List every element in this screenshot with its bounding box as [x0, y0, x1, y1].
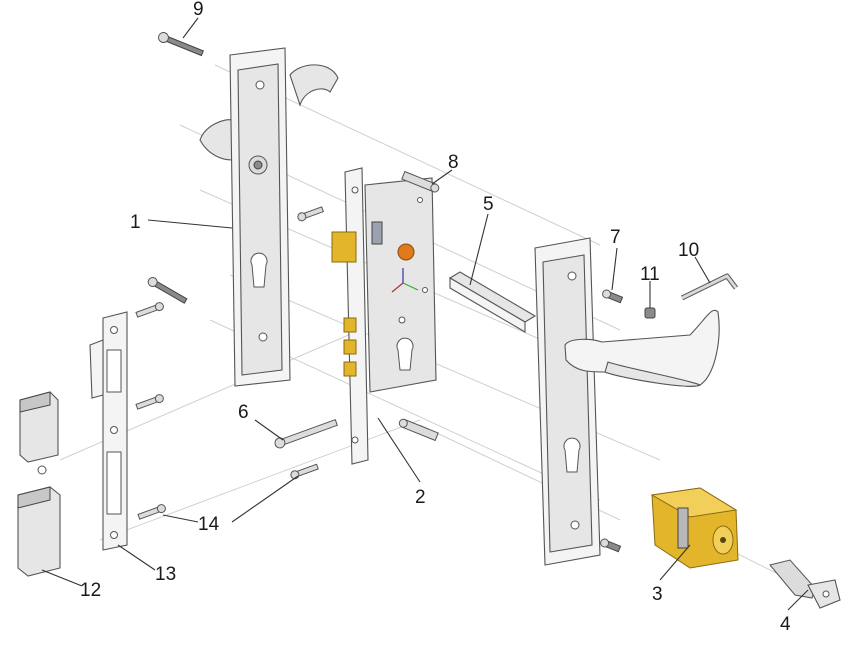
callout-2: 2: [415, 487, 426, 508]
part-10-allen-key: [680, 273, 738, 301]
part-11-grub-screw: [644, 307, 656, 319]
part-6-long-screw: [274, 418, 338, 449]
part-12-strike-box: [17, 391, 61, 577]
callout-10: 10: [678, 240, 699, 261]
part-2-mortise-lock-body: [331, 167, 437, 465]
callout-12: 12: [80, 580, 101, 601]
part-14-lock-screw: [290, 463, 319, 480]
callout-1: 1: [130, 212, 141, 233]
part-5-spindle: [448, 271, 537, 333]
part-14-strike-screws: [135, 302, 166, 520]
part-13-strike-plate: [89, 311, 128, 551]
callout-5: 5: [483, 194, 494, 215]
callout-11: 11: [640, 264, 660, 285]
part-4-key: [769, 559, 841, 609]
outer-handle-plate: [534, 237, 720, 566]
connecting-rod: [398, 418, 439, 442]
leader-lines: [41, 17, 809, 611]
callout-9: 9: [193, 0, 204, 20]
part-1-inner-handle-plate: [199, 47, 339, 387]
lock-body-screw-top: [297, 206, 325, 222]
part-7-handle-screws: [600, 289, 624, 553]
callout-13: 13: [155, 564, 176, 585]
part-3-euro-cylinder: [650, 487, 739, 569]
part-8-pin: [401, 170, 440, 193]
callout-6: 6: [238, 402, 249, 423]
part-9-through-bolt: [157, 32, 204, 57]
callout-8: 8: [448, 152, 459, 173]
mounting-bolt-left: [147, 277, 188, 304]
callout-4: 4: [780, 614, 791, 635]
callout-labels: 9 1 8 5 7 10 11 6 2 14 13 12 3 4: [80, 0, 791, 635]
callout-3: 3: [652, 584, 663, 605]
callout-7: 7: [610, 227, 621, 248]
callout-14: 14: [198, 514, 220, 535]
